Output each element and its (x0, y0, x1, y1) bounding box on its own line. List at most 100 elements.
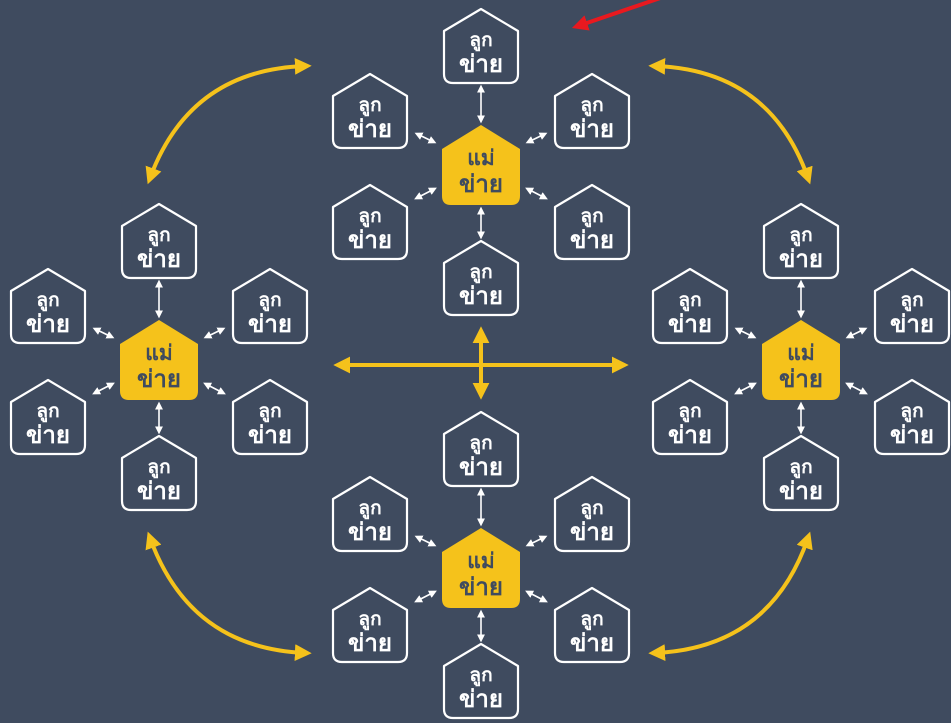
child-house-outline (331, 72, 409, 150)
parent-node-right: แม่ข่าย (762, 320, 840, 400)
nodes-layer: ลูกข่ายลูกข่ายลูกข่ายลูกข่ายลูกข่ายลูกข่… (9, 7, 951, 720)
child-right-bottom-label-bottom: ข่าย (779, 477, 823, 505)
parent-house-shape (442, 528, 520, 608)
connector-top-child-lower-left (414, 187, 437, 200)
parent-house-shape (442, 125, 520, 205)
child-house-outline (442, 7, 520, 85)
connector-right-child-lower-right (845, 382, 868, 395)
child-bottom-upper-right-label-top: ลูก (580, 497, 603, 520)
child-top-bottom-label-top: ลูก (469, 261, 492, 284)
child-top-top-label-top: ลูก (469, 29, 492, 52)
parent-bottom-label-top: แม่ (467, 549, 494, 573)
child-node-bottom-lower-left: ลูกข่าย (331, 586, 409, 664)
child-node-right-lower-left: ลูกข่าย (651, 378, 729, 456)
child-node-left-top: ลูกข่าย (120, 202, 198, 280)
child-house-outline (9, 267, 87, 345)
child-right-upper-left-label-top: ลูก (678, 289, 701, 312)
child-bottom-lower-right-label-bottom: ข่าย (570, 629, 614, 657)
child-house-outline (873, 378, 951, 456)
child-house-outline (120, 434, 198, 512)
connector-left-child-lower-left (92, 382, 115, 395)
child-house-outline (442, 410, 520, 488)
child-node-bottom-bottom: ลูกข่าย (442, 642, 520, 720)
connector-bottom-child-lower-right (525, 590, 548, 603)
connector-bottom-child-upper-right (525, 535, 548, 547)
child-house-outline (553, 586, 631, 664)
child-bottom-upper-left-label-bottom: ข่าย (348, 518, 392, 546)
child-node-top-lower-left: ลูกข่าย (331, 183, 409, 261)
parent-bottom-label-bottom: ข่าย (459, 573, 503, 601)
child-bottom-top-label-top: ลูก (469, 432, 492, 455)
child-bottom-lower-left-label-bottom: ข่าย (348, 629, 392, 657)
cluster-arrow-top-right (648, 57, 813, 185)
parent-node-left: แม่ข่าย (120, 320, 198, 400)
child-left-upper-right-label-top: ลูก (258, 289, 281, 312)
child-right-top-label-top: ลูก (789, 224, 812, 247)
child-node-right-upper-left: ลูกข่าย (651, 267, 729, 345)
child-right-top-label-bottom: ข่าย (779, 245, 823, 273)
child-bottom-bottom-label-top: ลูก (469, 664, 492, 687)
cluster-arrow-left-top (145, 57, 312, 185)
child-top-bottom-label-bottom: ข่าย (459, 282, 503, 310)
child-node-bottom-top: ลูกข่าย (442, 410, 520, 488)
parent-house-shape (120, 320, 198, 400)
child-right-lower-left-label-bottom: ข่าย (668, 421, 712, 449)
cluster-arrow-left-bottom (145, 531, 312, 661)
child-right-lower-right-label-top: ลูก (900, 400, 923, 423)
child-left-upper-left-label-bottom: ข่าย (26, 310, 70, 338)
child-bottom-lower-right-label-top: ลูก (580, 608, 603, 631)
child-right-upper-right-label-top: ลูก (900, 289, 923, 312)
child-node-top-lower-right: ลูกข่าย (553, 183, 631, 261)
child-right-lower-right-label-bottom: ข่าย (890, 421, 934, 449)
child-top-upper-left-label-top: ลูก (358, 94, 381, 117)
child-node-bottom-upper-left: ลูกข่าย (331, 475, 409, 553)
connector-right-child-upper-right (845, 327, 868, 339)
parent-right-label-bottom: ข่าย (779, 365, 823, 393)
parent-left-label-bottom: ข่าย (137, 365, 181, 393)
child-node-bottom-upper-right: ลูกข่าย (553, 475, 631, 553)
child-node-right-bottom: ลูกข่าย (762, 434, 840, 512)
parent-right-label-top: แม่ (787, 341, 814, 365)
connector-bottom-child-upper-left (414, 535, 437, 547)
parent-top-label-bottom: ข่าย (459, 170, 503, 198)
child-top-upper-left-label-bottom: ข่าย (348, 115, 392, 143)
child-bottom-upper-right-label-bottom: ข่าย (570, 518, 614, 546)
child-house-outline (762, 434, 840, 512)
child-left-top-label-top: ลูก (147, 224, 170, 247)
child-house-outline (553, 72, 631, 150)
child-house-outline (442, 642, 520, 720)
child-house-outline (442, 239, 520, 317)
child-house-outline (553, 475, 631, 553)
child-left-top-label-bottom: ข่าย (137, 245, 181, 273)
child-top-lower-right-label-top: ลูก (580, 205, 603, 228)
child-left-bottom-label-bottom: ข่าย (137, 477, 181, 505)
connector-top-child-upper-right (525, 132, 548, 144)
child-left-lower-right-label-bottom: ข่าย (248, 421, 292, 449)
child-top-upper-right-label-bottom: ข่าย (570, 115, 614, 143)
child-node-left-bottom: ลูกข่าย (120, 434, 198, 512)
connector-top-child-lower-right (525, 187, 548, 200)
parent-house-shape (762, 320, 840, 400)
child-right-upper-left-label-bottom: ข่าย (668, 310, 712, 338)
child-house-outline (553, 183, 631, 261)
connector-left-child-lower-right (203, 382, 226, 395)
parent-node-top: แม่ข่าย (442, 125, 520, 205)
child-left-lower-right-label-top: ลูก (258, 400, 281, 423)
child-house-outline (120, 202, 198, 280)
child-house-outline (651, 378, 729, 456)
child-top-upper-right-label-top: ลูก (580, 94, 603, 117)
child-node-top-top: ลูกข่าย (442, 7, 520, 85)
connector-bottom-child-lower-left (414, 590, 437, 603)
parent-node-bottom: แม่ข่าย (442, 528, 520, 608)
connector-left-child-upper-right (203, 327, 226, 339)
child-house-outline (762, 202, 840, 280)
child-node-top-upper-right: ลูกข่าย (553, 72, 631, 150)
child-left-upper-right-label-bottom: ข่าย (248, 310, 292, 338)
child-node-right-upper-right: ลูกข่าย (873, 267, 951, 345)
child-top-top-label-bottom: ข่าย (459, 50, 503, 78)
child-node-top-bottom: ลูกข่าย (442, 239, 520, 317)
child-left-lower-left-label-top: ลูก (36, 400, 59, 423)
connector-right-child-lower-left (734, 382, 757, 395)
child-node-top-upper-left: ลูกข่าย (331, 72, 409, 150)
